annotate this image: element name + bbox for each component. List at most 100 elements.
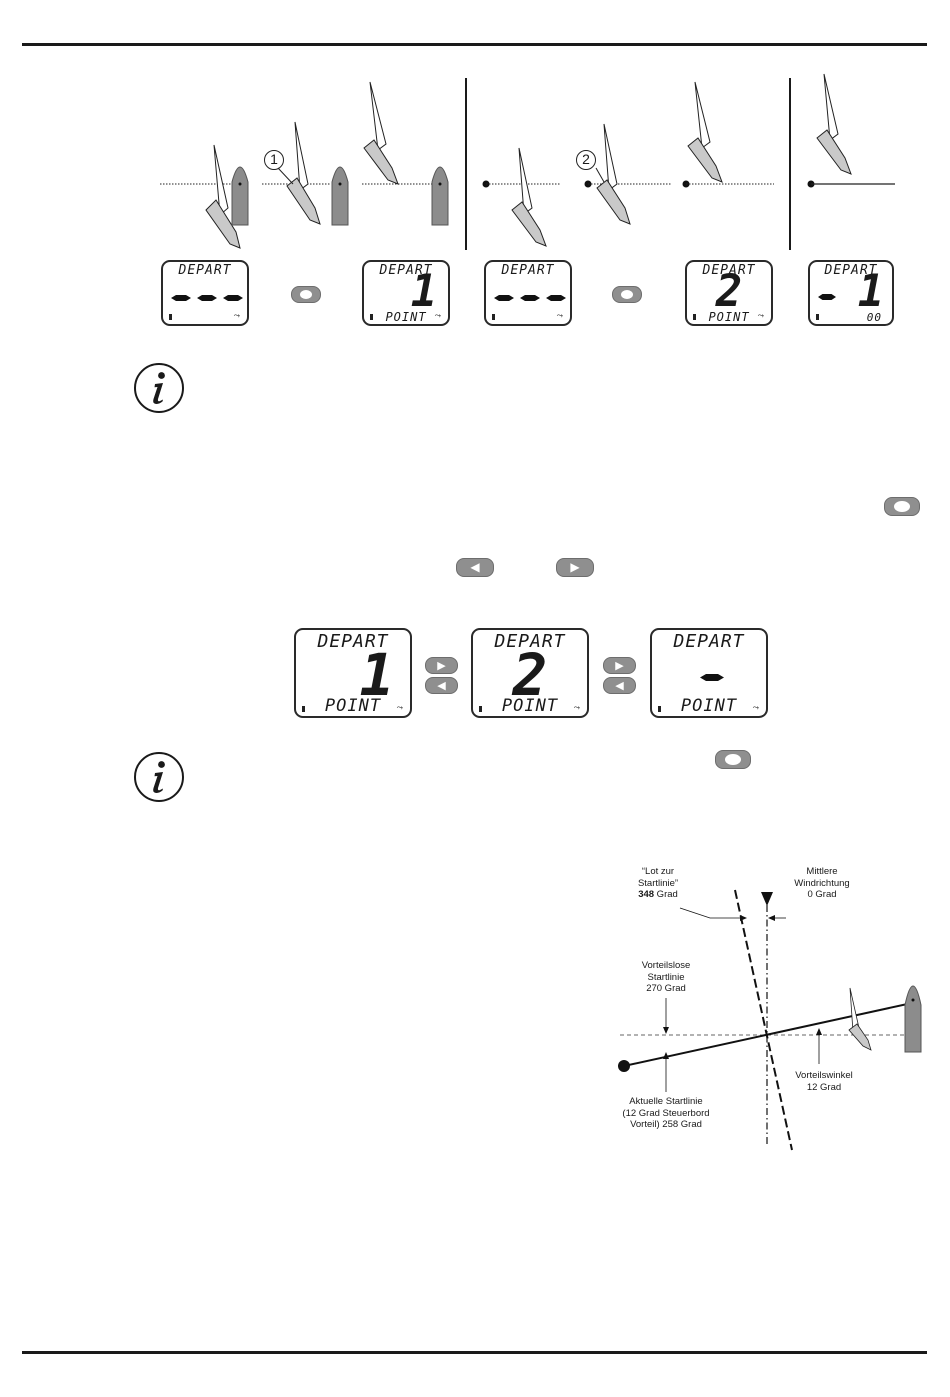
lcd-display: DEPART 2 POINT ⤳ [685,260,773,326]
current-line-label: Aktuelle Startlinie (12 Grad Steuerbord … [622,1096,710,1130]
display-indicator [492,314,495,320]
display-minus [818,294,836,300]
select-button[interactable] [884,497,920,516]
display-dash [700,674,724,681]
lcd-display: DEPART ⤳ [161,260,249,326]
lcd-display: DEPART 2 POINT ⤳ [471,628,589,718]
callout-two: 2 [576,150,596,170]
display-title: DEPART [824,263,878,278]
lcd-display: DEPART 1 POINT ⤳ [294,628,412,718]
display-dash [520,295,540,301]
left-arrow-button[interactable]: ◀ [456,558,494,577]
display-title: DEPART [317,631,389,652]
display-title: DEPART [501,263,555,278]
select-button[interactable] [612,286,642,303]
display-indicator [302,706,305,712]
mean-wind-label: Mittlere Windrichtung 0 Grad [794,866,850,900]
right-arrow-button[interactable]: ▶ [603,657,636,674]
display-corner-glyph: ⤳ [396,703,403,712]
left-arrow-button[interactable]: ◀ [603,677,636,694]
display-title: DEPART [673,631,745,652]
button-dot-icon [300,290,312,299]
display-dash [546,295,566,301]
sailboat-icon [205,144,241,249]
bottom-rule [22,1351,927,1354]
current-start-line [623,1002,913,1067]
lcd-display: DEPART 1 POINT ⤳ [362,260,450,326]
sailboat-icon [596,123,631,225]
sailboat-icon [363,81,399,185]
advantage-angle-label: Vorteilswinkel 12 Grad [795,1070,853,1093]
display-indicator [693,314,696,320]
sailboat-icon [286,121,321,225]
display-corner-glyph: ⤳ [556,311,563,320]
perpendicular-line-label: “Lot zur Startlinie” 348 Grad [637,866,679,900]
callout-one-label: 1 [270,151,278,167]
callout-two-label: 2 [582,151,590,167]
right-arrow-button[interactable]: ▶ [425,657,458,674]
callout-one: 1 [264,150,284,170]
display-corner-glyph: ⤳ [233,311,240,320]
display-indicator [370,314,373,320]
neutral-line-label: Vorteilslose Startlinie 270 Grad [641,960,691,994]
display-title: DEPART [702,263,756,278]
display-corner-glyph: ⤳ [434,311,441,320]
perpendicular-line [734,889,793,1151]
display-corner-glyph: ⤳ [757,311,764,320]
wind-arrow-icon [761,892,773,906]
pin-end-mark [618,1060,630,1072]
display-subtitle: POINT [708,310,750,324]
left-arrow-button[interactable]: ◀ [425,677,458,694]
committee-boat-icon [431,166,449,226]
display-subtitle: POINT [385,310,427,324]
display-dash [197,295,217,301]
display-digit: 1 [410,266,438,317]
sailboat-icon [687,81,723,183]
select-button[interactable] [715,750,751,769]
right-arrow-icon: ▶ [615,659,624,672]
display-small-value: 00 [866,311,882,324]
left-arrow-icon: ◀ [437,679,446,692]
sailboat-icon [511,147,547,247]
display-digit: 1 [359,641,395,709]
display-indicator [169,314,172,320]
display-digit: 1 [857,266,885,317]
left-arrow-icon: ◀ [470,560,480,574]
display-indicator [479,706,482,712]
display-indicator [816,314,819,320]
button-dot-icon [621,290,633,299]
committee-boat-icon [904,985,922,1053]
left-arrow-icon: ◀ [615,679,624,692]
button-dot-icon [725,754,741,765]
lcd-display: DEPART POINT ⤳ [650,628,768,718]
top-rule [22,43,927,46]
display-digit: 2 [715,266,743,317]
display-title: DEPART [178,263,232,278]
lcd-display: DEPART 1 00 [808,260,894,326]
display-corner-glyph: ⤳ [752,703,759,712]
committee-boat-icon [331,166,349,226]
button-dot-icon [894,501,910,512]
display-title: DEPART [379,263,433,278]
sailboat-icon [848,987,872,1051]
display-indicator [658,706,661,712]
display-corner-glyph: ⤳ [573,703,580,712]
start-line-illustration [160,73,895,250]
info-icon [134,752,184,802]
select-button[interactable] [291,286,321,303]
right-arrow-icon: ▶ [437,659,446,672]
lcd-display: DEPART ⤳ [484,260,572,326]
display-subtitle: POINT [324,696,382,716]
sailboat-icon [816,73,852,175]
display-dash [223,295,243,301]
display-dash [494,295,514,301]
display-digit: 2 [512,641,548,709]
display-title: DEPART [494,631,566,652]
display-subtitle: POINT [501,696,559,716]
right-arrow-button[interactable]: ▶ [556,558,594,577]
info-icon [134,363,184,413]
display-dash [171,295,191,301]
advantage-diagram [618,889,922,1151]
right-arrow-icon: ▶ [570,560,580,574]
committee-boat-icon [231,166,249,226]
